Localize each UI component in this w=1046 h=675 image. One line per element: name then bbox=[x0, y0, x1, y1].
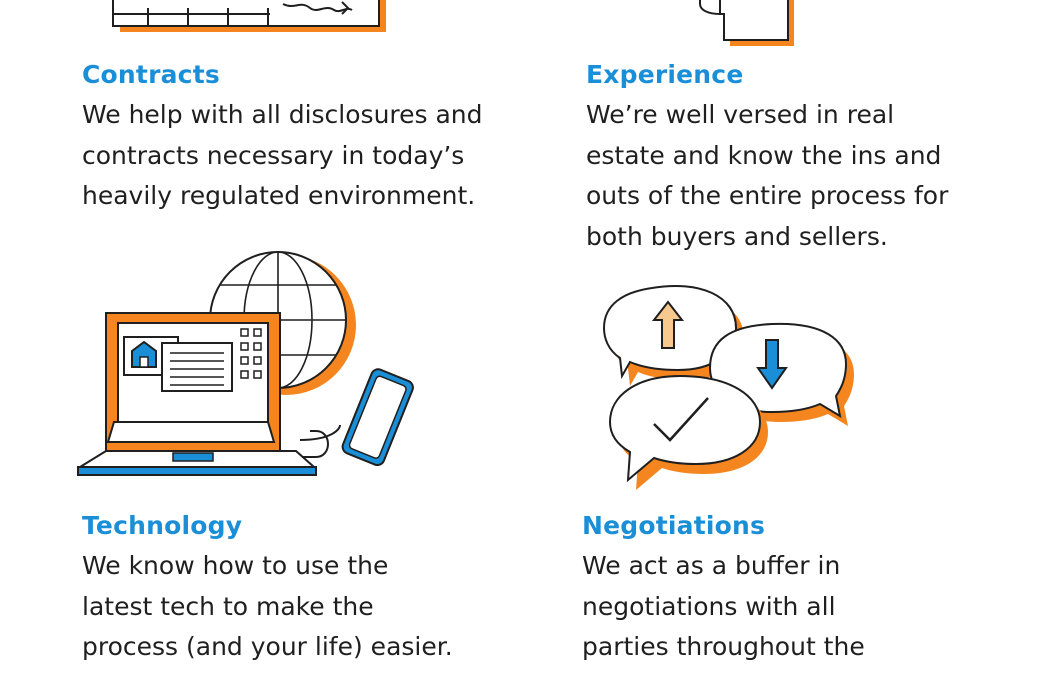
speech-bubbles-icon bbox=[602, 284, 854, 490]
experience-title: Experience bbox=[586, 60, 744, 89]
experience-line: estate and know the ins and bbox=[586, 140, 942, 170]
technology-line: We know how to use the bbox=[82, 551, 389, 580]
negotiations-line: We act as a buffer in bbox=[582, 551, 841, 580]
negotiations-line: negotiations with all bbox=[582, 591, 836, 621]
contracts-line: heavily regulated environment. bbox=[82, 181, 476, 210]
experience-line: both buyers and sellers. bbox=[586, 221, 888, 251]
laptop-keyboard-icon bbox=[106, 421, 276, 443]
technology-line: process (and your life) easier. bbox=[82, 632, 453, 661]
experience-line: outs of the entire process for bbox=[586, 181, 949, 210]
contracts-line: contracts necessary in today’s bbox=[82, 140, 465, 170]
negotiations-title: Negotiations bbox=[582, 511, 766, 540]
laptop-globe-phone-icon bbox=[76, 251, 414, 476]
negotiations-description: We act as a buffer in negotiations with … bbox=[582, 546, 865, 668]
contracts-description: We help with all disclosures and contrac… bbox=[82, 95, 483, 217]
contracts-title: Contracts bbox=[82, 60, 220, 89]
technology-line: latest tech to make the bbox=[82, 591, 374, 621]
technology-description: We know how to use the latest tech to ma… bbox=[82, 546, 453, 668]
technology-title: Technology bbox=[82, 511, 243, 540]
experience-description: We’re well versed in real estate and kno… bbox=[586, 95, 948, 257]
negotiations-line: parties throughout the bbox=[582, 632, 865, 661]
contracts-line: We help with all disclosures and bbox=[82, 100, 483, 129]
contract-document-icon bbox=[112, 0, 386, 32]
person-silhouette-icon bbox=[699, 0, 794, 46]
experience-line: We’re well versed in real bbox=[586, 100, 895, 129]
